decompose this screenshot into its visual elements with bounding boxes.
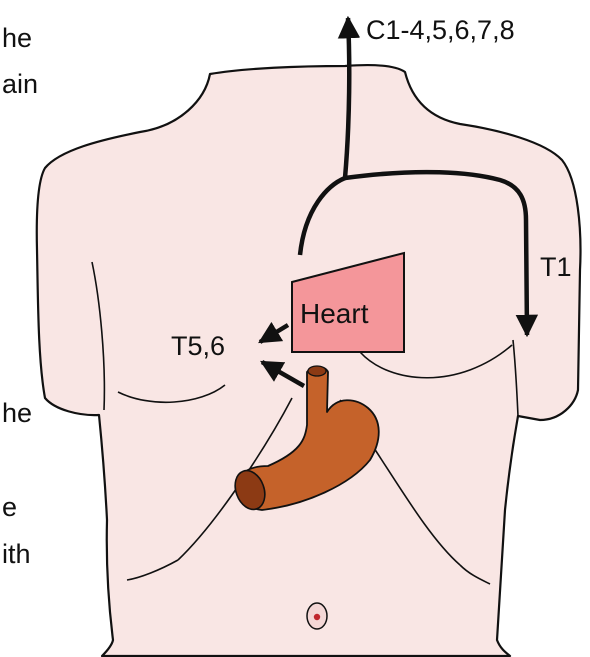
dermatome-label: C1-4,5,6,7,8 bbox=[366, 15, 515, 45]
torso-outline bbox=[37, 65, 581, 656]
cropped-text-4: e bbox=[2, 492, 17, 522]
navel bbox=[307, 603, 327, 629]
cropped-text-5: ith bbox=[2, 539, 31, 569]
cropped-text-3: he bbox=[2, 398, 32, 428]
t56-label: T5,6 bbox=[171, 331, 225, 361]
cropped-text-1: he bbox=[2, 23, 32, 53]
t1-label: T1 bbox=[540, 252, 572, 282]
cropped-text-2: ain bbox=[2, 69, 38, 99]
heart-label: Heart bbox=[300, 298, 369, 329]
